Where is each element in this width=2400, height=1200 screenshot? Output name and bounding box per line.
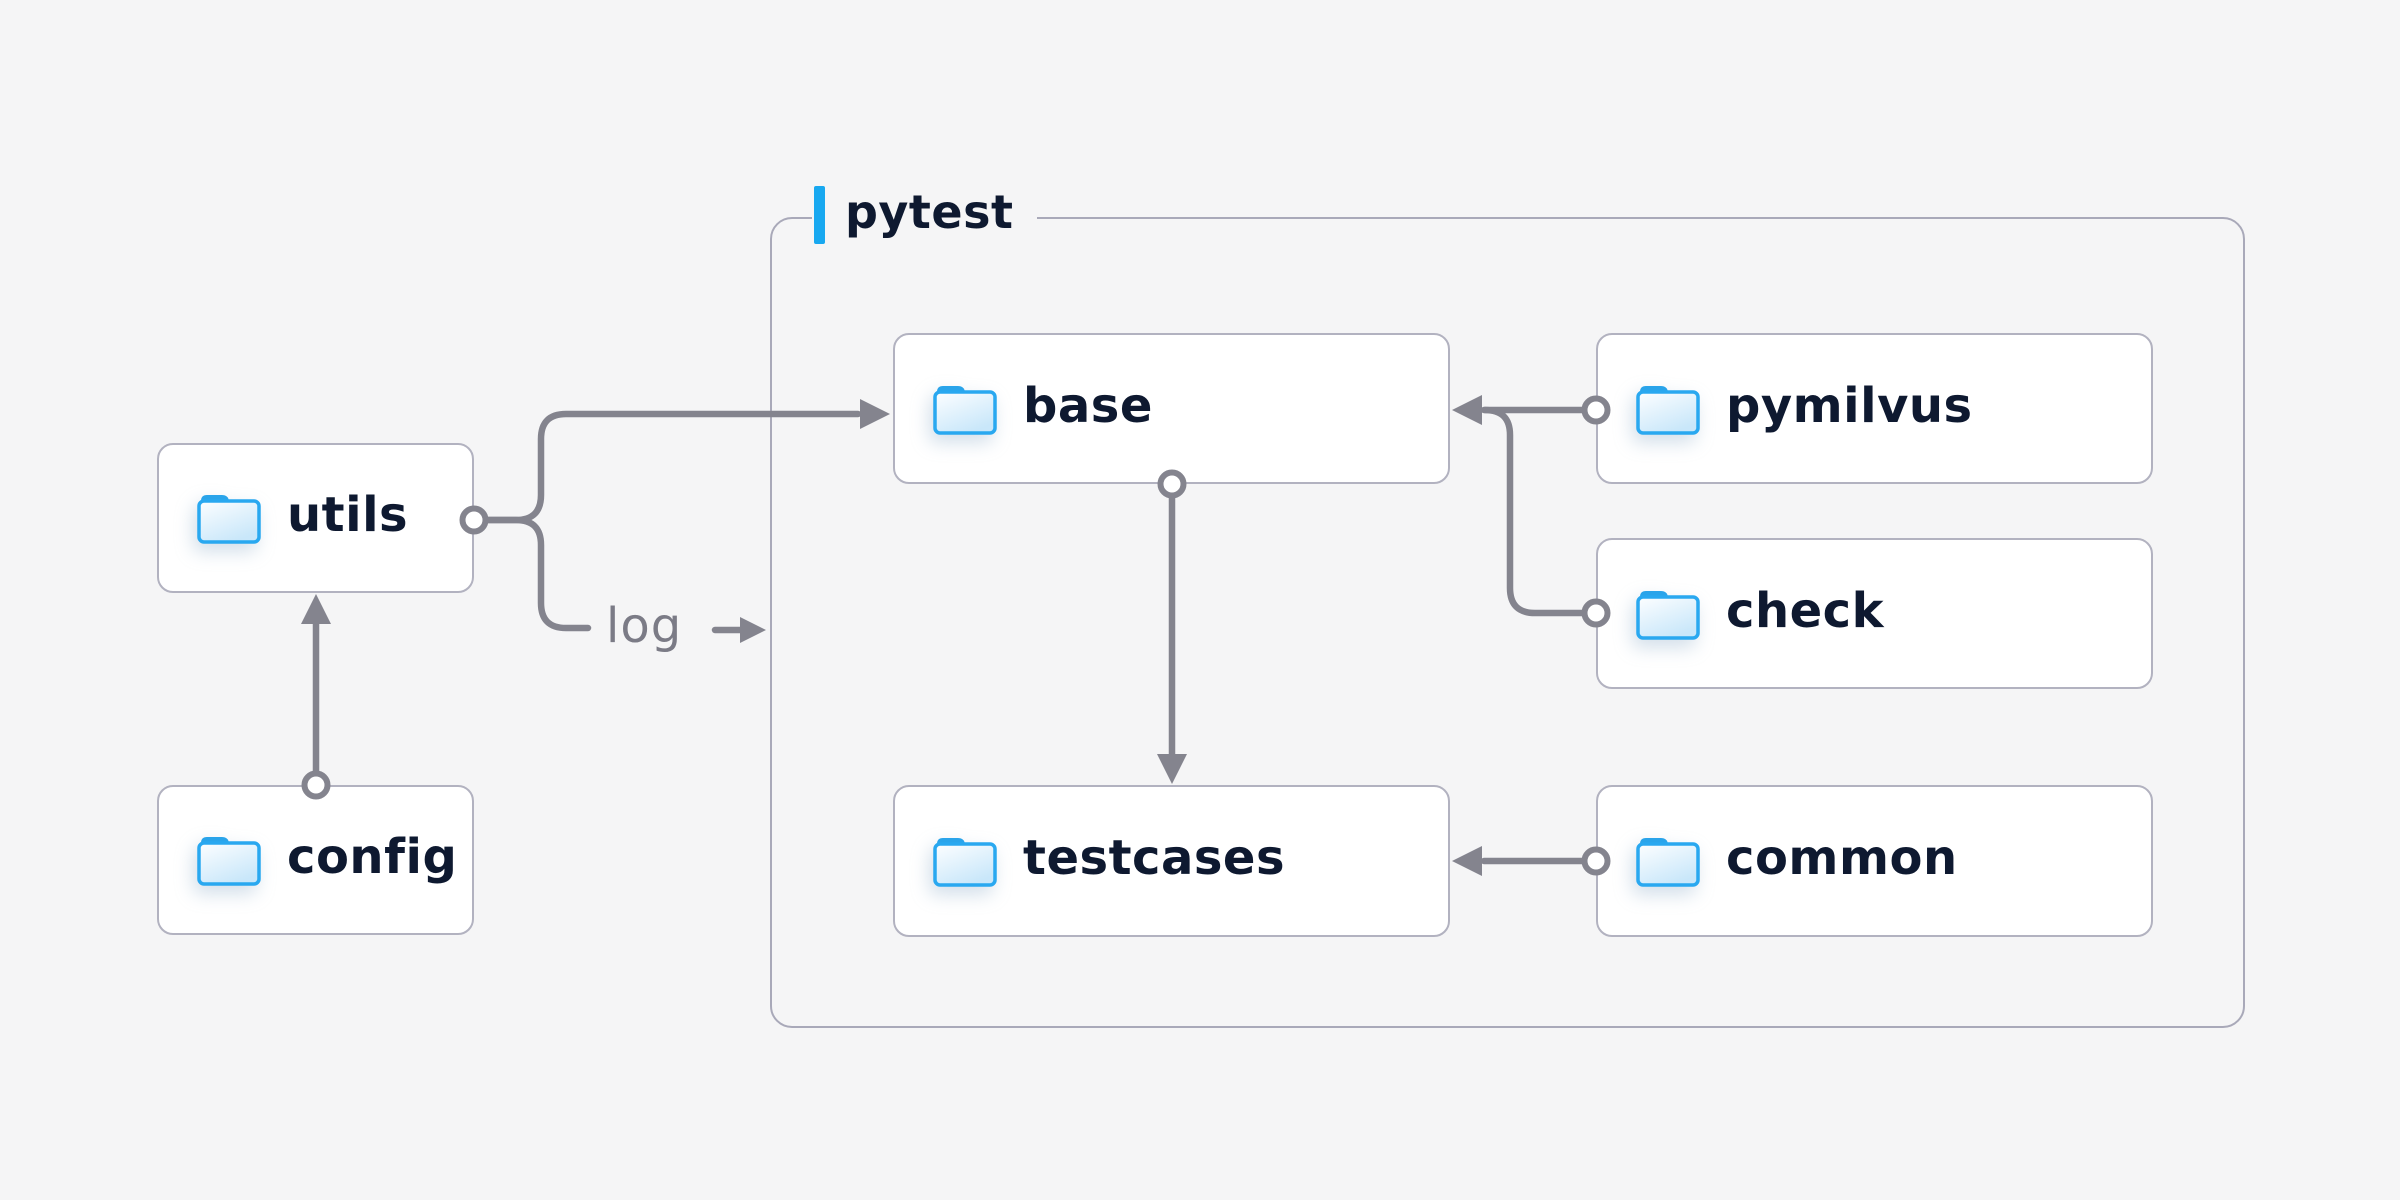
node-label: config	[287, 829, 458, 885]
node-label: check	[1726, 582, 1885, 639]
folder-icon	[1636, 835, 1700, 887]
node-pymilvus: pymilvus	[1596, 333, 2153, 484]
arrowhead-log	[740, 617, 766, 643]
folder-icon	[933, 835, 997, 887]
arrowhead-into-utils	[301, 594, 331, 624]
node-config: config	[157, 785, 474, 935]
node-utils: utils	[157, 443, 474, 593]
folder-icon	[1636, 383, 1700, 435]
edge-utils-to-log	[484, 516, 592, 632]
node-label: pymilvus	[1726, 377, 1973, 434]
node-common: common	[1596, 785, 2153, 937]
folder-icon	[197, 834, 261, 886]
accent-bar-icon	[814, 186, 825, 244]
pytest-container-label: pytest	[812, 183, 1038, 247]
node-base: base	[893, 333, 1450, 484]
node-label: testcases	[1023, 830, 1286, 886]
pytest-container-title: pytest	[845, 185, 1014, 239]
folder-icon	[933, 383, 997, 435]
folder-icon	[197, 492, 261, 544]
node-label: common	[1726, 830, 1958, 886]
node-check: check	[1596, 538, 2153, 689]
node-testcases: testcases	[893, 785, 1450, 937]
node-label: base	[1023, 377, 1153, 434]
pytest-container	[770, 217, 2245, 1028]
folder-icon	[1636, 588, 1700, 640]
edge-annotation-log: log	[606, 598, 683, 654]
node-label: utils	[287, 487, 409, 543]
